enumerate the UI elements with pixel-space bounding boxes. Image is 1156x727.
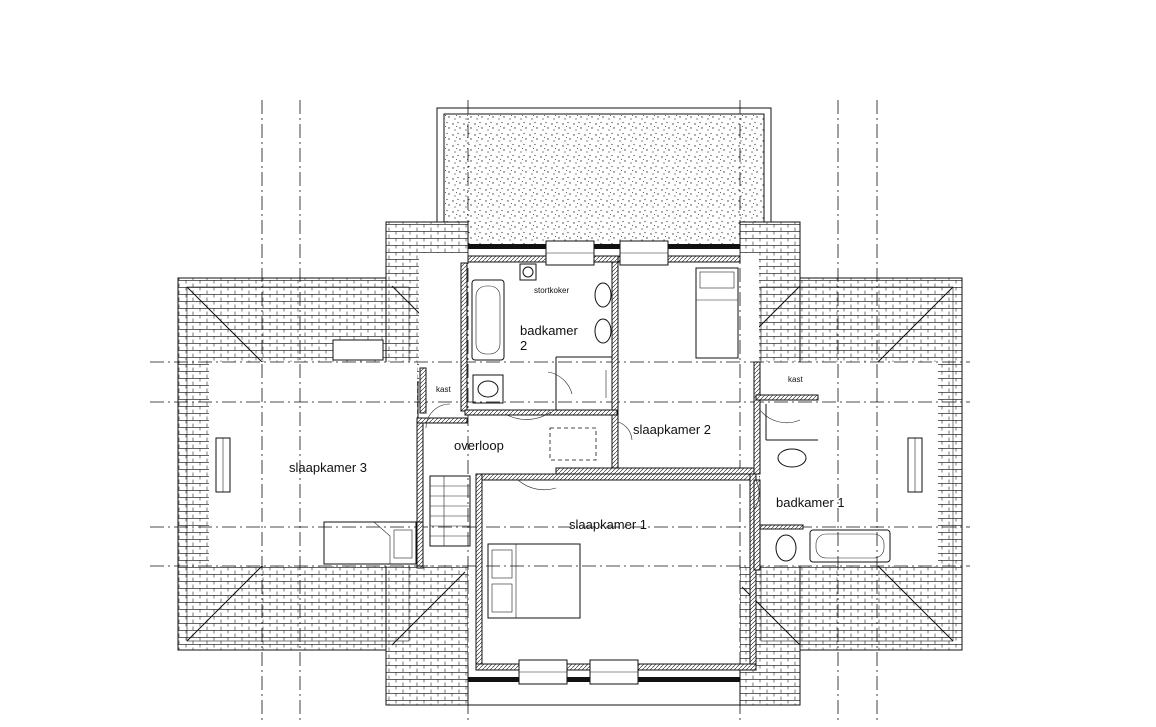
room-labels: slaapkamer 1 slaapkamer 2 slaapkamer 3 b… [289,286,845,532]
label-badkamer-2-line2: 2 [520,338,527,353]
label-slaapkamer-3: slaapkamer 3 [289,460,367,475]
windows [215,240,923,685]
stairs [429,475,471,547]
label-stortkoker: stortkoker [534,286,569,295]
fixtures [323,263,891,619]
terrace [436,107,772,247]
label-slaapkamer-2: slaapkamer 2 [633,422,711,437]
label-overloop: overloop [454,438,504,453]
axis-lines [150,100,970,720]
label-badkamer-1: badkamer 1 [776,495,845,510]
label-kast-left: kast [436,385,451,394]
label-kast-right: kast [788,375,803,384]
label-slaapkamer-1: slaapkamer 1 [569,517,647,532]
label-badkamer-2-line1: badkamer [520,323,578,338]
